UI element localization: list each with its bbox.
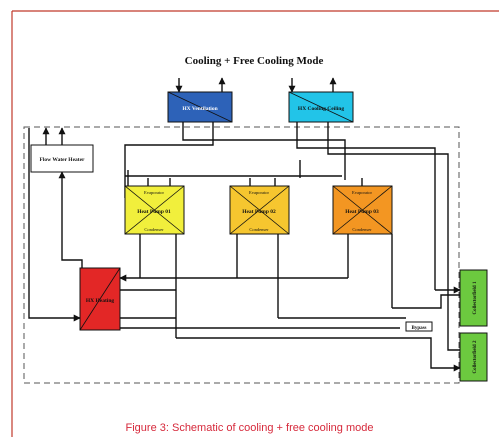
heat-pump-02-label: Heat Pump 02 — [242, 209, 276, 215]
bypass-label: Bypass — [411, 326, 426, 331]
collectorfield-1: Collectorfield 1 — [459, 269, 488, 327]
heat-pump-02-evaporator: Evaporator — [249, 190, 269, 195]
hx-heating: HX Heating — [79, 267, 121, 331]
hx-heating-label: HX Heating — [86, 298, 115, 304]
hx-cooling-ceiling-label: HX Cooling Ceiling — [298, 106, 344, 112]
hx-ventilation: HX Ventilation — [167, 91, 233, 123]
collectorfield-2: Collectorfield 2 — [459, 332, 488, 382]
hx-ventilation-label: HX Ventilation — [182, 106, 217, 112]
heat-pump-03-label: Heat Pump 03 — [345, 209, 379, 215]
heat-pump-01-condenser: Condenser — [144, 227, 164, 232]
heat-pump-03: Evaporator Heat Pump 03 Condenser — [332, 185, 393, 235]
hx-cooling-ceiling: HX Cooling Ceiling — [288, 91, 354, 123]
heat-pump-03-evaporator: Evaporator — [352, 190, 372, 195]
collectorfield-2-label: Collectorfield 2 — [473, 340, 478, 373]
heat-pump-02-condenser: Condenser — [249, 227, 269, 232]
system-boundary — [23, 126, 460, 384]
flow-water-heater: Flow Water Heater — [30, 144, 94, 173]
collectorfield-1-label: Collectorfield 1 — [473, 281, 478, 314]
heat-pump-02: Evaporator Heat Pump 02 Condenser — [229, 185, 290, 235]
figure-caption: Figure 3: Schematic of cooling + free co… — [125, 422, 374, 434]
heat-pump-01: Evaporator Heat Pump 01 Condenser — [124, 185, 185, 235]
heat-pump-01-evaporator: Evaporator — [144, 190, 164, 195]
heat-pump-01-label: Heat Pump 01 — [137, 209, 171, 215]
flow-water-heater-label: Flow Water Heater — [39, 157, 85, 163]
bypass: Bypass — [405, 321, 433, 332]
diagram-title: Cooling + Free Cooling Mode — [185, 55, 324, 67]
heat-pump-03-condenser: Condenser — [352, 227, 372, 232]
